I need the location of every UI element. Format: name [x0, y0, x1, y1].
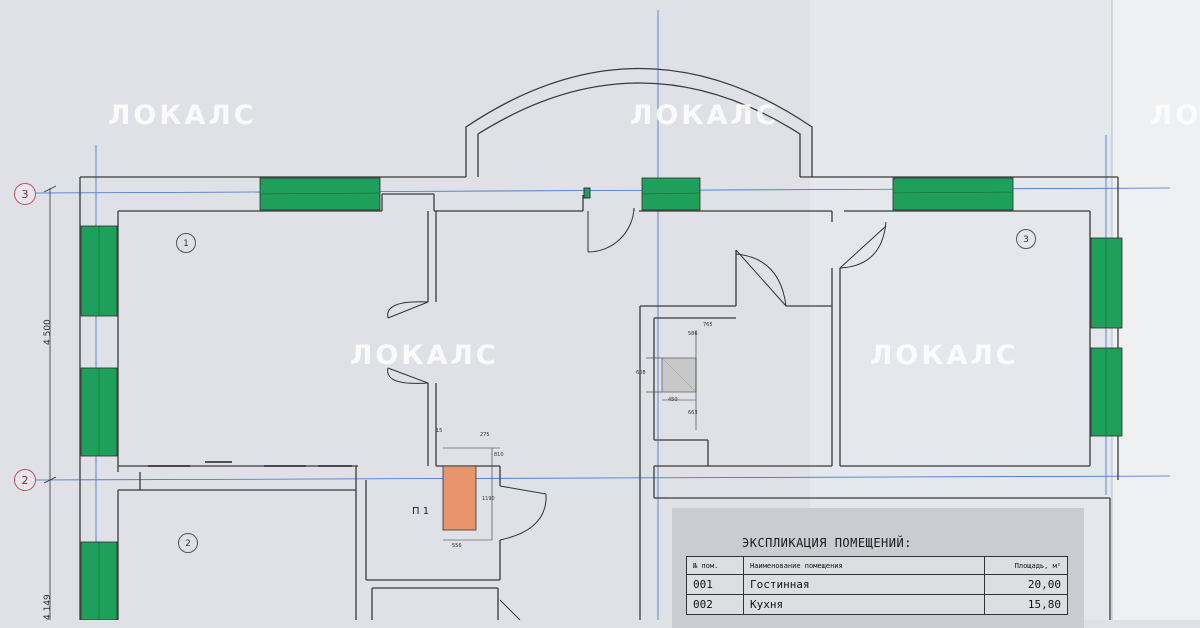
room-number-2: 2 — [178, 533, 198, 553]
watermark-text: ЛОКАЛС — [350, 340, 499, 371]
room-name-cell: Гостинная — [743, 574, 985, 595]
dimension-closet-width: 765 — [703, 322, 713, 328]
room-explication-panel: ЭКСПЛИКАЦИЯ ПОМЕЩЕНИЙ: № пом. Наименован… — [672, 508, 1084, 628]
column-header-name: Наименование помещения — [743, 556, 985, 575]
room-area-cell: 15,80 — [984, 594, 1068, 615]
dimension-shaft-side: 1190 — [482, 496, 495, 502]
explication-table: № пом. Наименование помещения Площадь, м… — [686, 556, 1068, 615]
dimension-shaft-right: 810 — [494, 452, 504, 458]
dimension-closet-top: 586 — [688, 331, 698, 337]
window-mullions — [98, 191, 1107, 620]
dimension-shaft-top: 275 — [480, 432, 490, 438]
dimension-shaft-bottom: 556 — [452, 543, 462, 549]
watermark-text: ЛОКАЛС — [870, 340, 1019, 371]
axis-marker-2: 2 — [14, 469, 36, 491]
dimension-closet-inner: 450 — [668, 397, 678, 403]
room-number-cell: 002 — [686, 594, 744, 615]
watermark-text: ЛОКАЛС — [630, 100, 779, 131]
left-dimension-line — [43, 185, 57, 620]
room-name-cell: Кухня — [743, 594, 985, 615]
doors — [387, 187, 887, 620]
column-header-area: Площадь, м² — [984, 556, 1068, 575]
partition-marks — [148, 461, 352, 467]
dimension-closet-bottom: 663 — [688, 410, 698, 416]
dimension-closet-height: 608 — [636, 370, 646, 376]
table-row: 001 Гостинная 20,00 — [686, 574, 1068, 595]
shaft — [442, 447, 500, 541]
room-area-cell: 20,00 — [984, 574, 1068, 595]
dimension-shaft-left: 15 — [436, 428, 443, 434]
table-header-row: № пом. Наименование помещения Площадь, м… — [686, 556, 1068, 575]
explication-title: ЭКСПЛИКАЦИЯ ПОМЕЩЕНИЙ: — [742, 536, 912, 550]
watermark-text: ЛОКАЛС — [108, 100, 257, 131]
watermark-text: ЛОКАЛС — [1150, 100, 1200, 131]
room-number-1: 1 — [176, 233, 196, 253]
room-number-cell: 001 — [686, 574, 744, 595]
column-header-number: № пом. — [686, 556, 744, 575]
table-row: 002 Кухня 15,80 — [686, 594, 1068, 615]
closet-hatch — [646, 330, 697, 430]
axis-marker-3: 3 — [14, 183, 36, 205]
dimension-vertical-1: 4 500 — [43, 319, 53, 345]
dimension-vertical-2: 4 149 — [43, 594, 53, 620]
shaft-label: П 1 — [412, 506, 430, 517]
room-number-3: 3 — [1016, 229, 1036, 249]
